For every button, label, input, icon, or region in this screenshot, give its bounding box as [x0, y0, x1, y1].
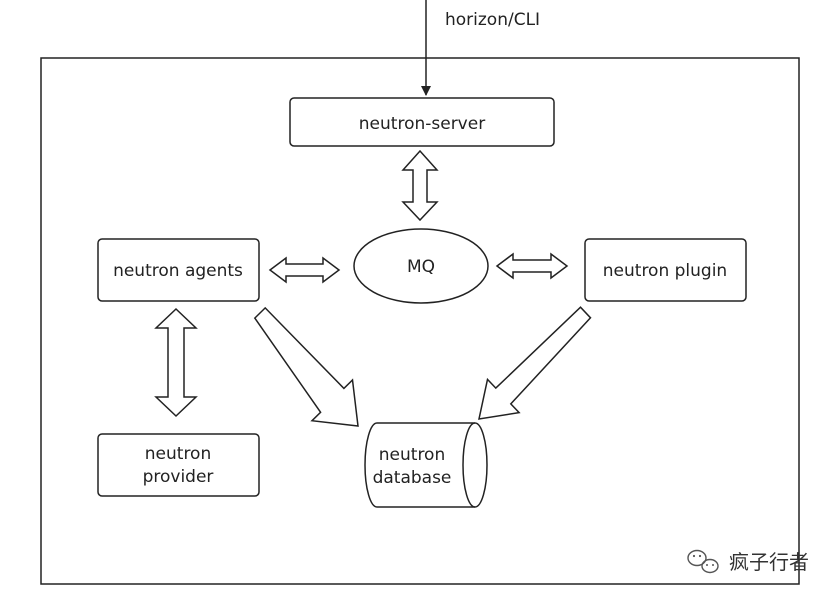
- neutron-database-node: neutron database: [364, 422, 488, 508]
- agents-database-arrow: [253, 306, 359, 427]
- neutron-database-label-line1: neutron: [379, 445, 445, 465]
- neutron-agents-label: neutron agents: [113, 261, 243, 281]
- mq-plugin-double-arrow: [495, 252, 569, 280]
- neutron-plugin-node: neutron plugin: [584, 238, 747, 302]
- mq-label: MQ: [407, 257, 435, 277]
- watermark: 疯子行者: [687, 549, 809, 574]
- input-label: horizon/CLI: [445, 10, 540, 30]
- mq-node: MQ: [353, 228, 489, 304]
- agents-provider-double-arrow: [154, 307, 198, 418]
- plugin-database-arrow: [478, 306, 592, 420]
- agents-mq-double-arrow: [268, 256, 341, 284]
- neutron-database-label-line2: database: [373, 468, 452, 488]
- neutron-provider-label-line2: provider: [143, 467, 214, 487]
- neutron-server-label: neutron-server: [359, 114, 485, 134]
- wechat-icon: [687, 549, 719, 574]
- neutron-agents-node: neutron agents: [97, 238, 260, 302]
- watermark-text: 疯子行者: [729, 550, 809, 574]
- neutron-provider-node: neutron provider: [97, 433, 260, 497]
- neutron-provider-label-line1: neutron: [145, 444, 211, 464]
- neutron-plugin-label: neutron plugin: [603, 261, 727, 281]
- server-mq-double-arrow: [401, 149, 439, 222]
- outer-frame: [40, 57, 800, 585]
- neutron-server-node: neutron-server: [289, 97, 555, 147]
